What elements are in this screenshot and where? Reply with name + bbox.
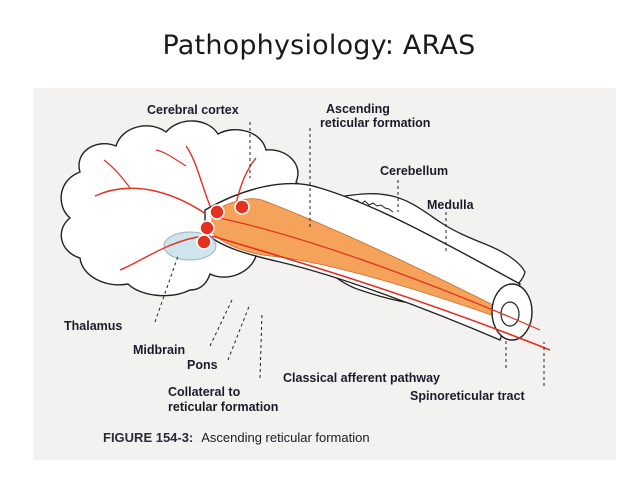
label-collateral-line2: reticular formation: [168, 400, 278, 414]
label-classical-afferent: Classical afferent pathway: [283, 371, 440, 385]
leader-collateral: [259, 311, 263, 379]
label-collateral-line1: Collateral to: [168, 385, 241, 399]
label-ascending-line2: reticular formation: [320, 116, 430, 130]
figure-caption-text: Ascending reticular formation: [201, 430, 369, 445]
label-medulla: Medulla: [427, 198, 475, 212]
label-midbrain: Midbrain: [133, 343, 185, 357]
cortical-projection-3: [235, 157, 257, 205]
cortical-projection-4: [119, 235, 205, 271]
leader-midbrain: [209, 299, 233, 347]
cortical-projection-1: [94, 187, 207, 215]
label-thalamus: Thalamus: [64, 319, 122, 333]
spinoreticular-line: [209, 215, 541, 331]
spinal-cord-inner: [500, 301, 520, 327]
thalamic-nucleus-dot: [209, 204, 225, 220]
figure-caption: FIGURE 154-3: Ascending reticular format…: [103, 430, 370, 445]
cortical-projection-2: [185, 145, 211, 207]
thalamic-nucleus-dot: [234, 199, 250, 215]
slide-title: Pathophysiology: ARAS: [162, 30, 476, 61]
cortical-projection-5: [155, 149, 187, 167]
cortical-projection-6: [103, 159, 131, 189]
figure-caption-number: FIGURE 154-3:: [103, 430, 193, 445]
label-spinoreticular: Spinoreticular tract: [410, 389, 525, 403]
label-ascending-line1: Ascending: [326, 102, 390, 116]
thalamic-nucleus-dot: [199, 220, 215, 236]
thalamic-nucleus-dot: [196, 234, 212, 250]
label-cerebellum: Cerebellum: [380, 164, 448, 178]
leader-pons: [227, 303, 251, 361]
classical-afferent-pathway-line: [211, 235, 551, 351]
label-pons: Pons: [187, 358, 218, 372]
label-cerebral-cortex: Cerebral cortex: [147, 103, 239, 117]
